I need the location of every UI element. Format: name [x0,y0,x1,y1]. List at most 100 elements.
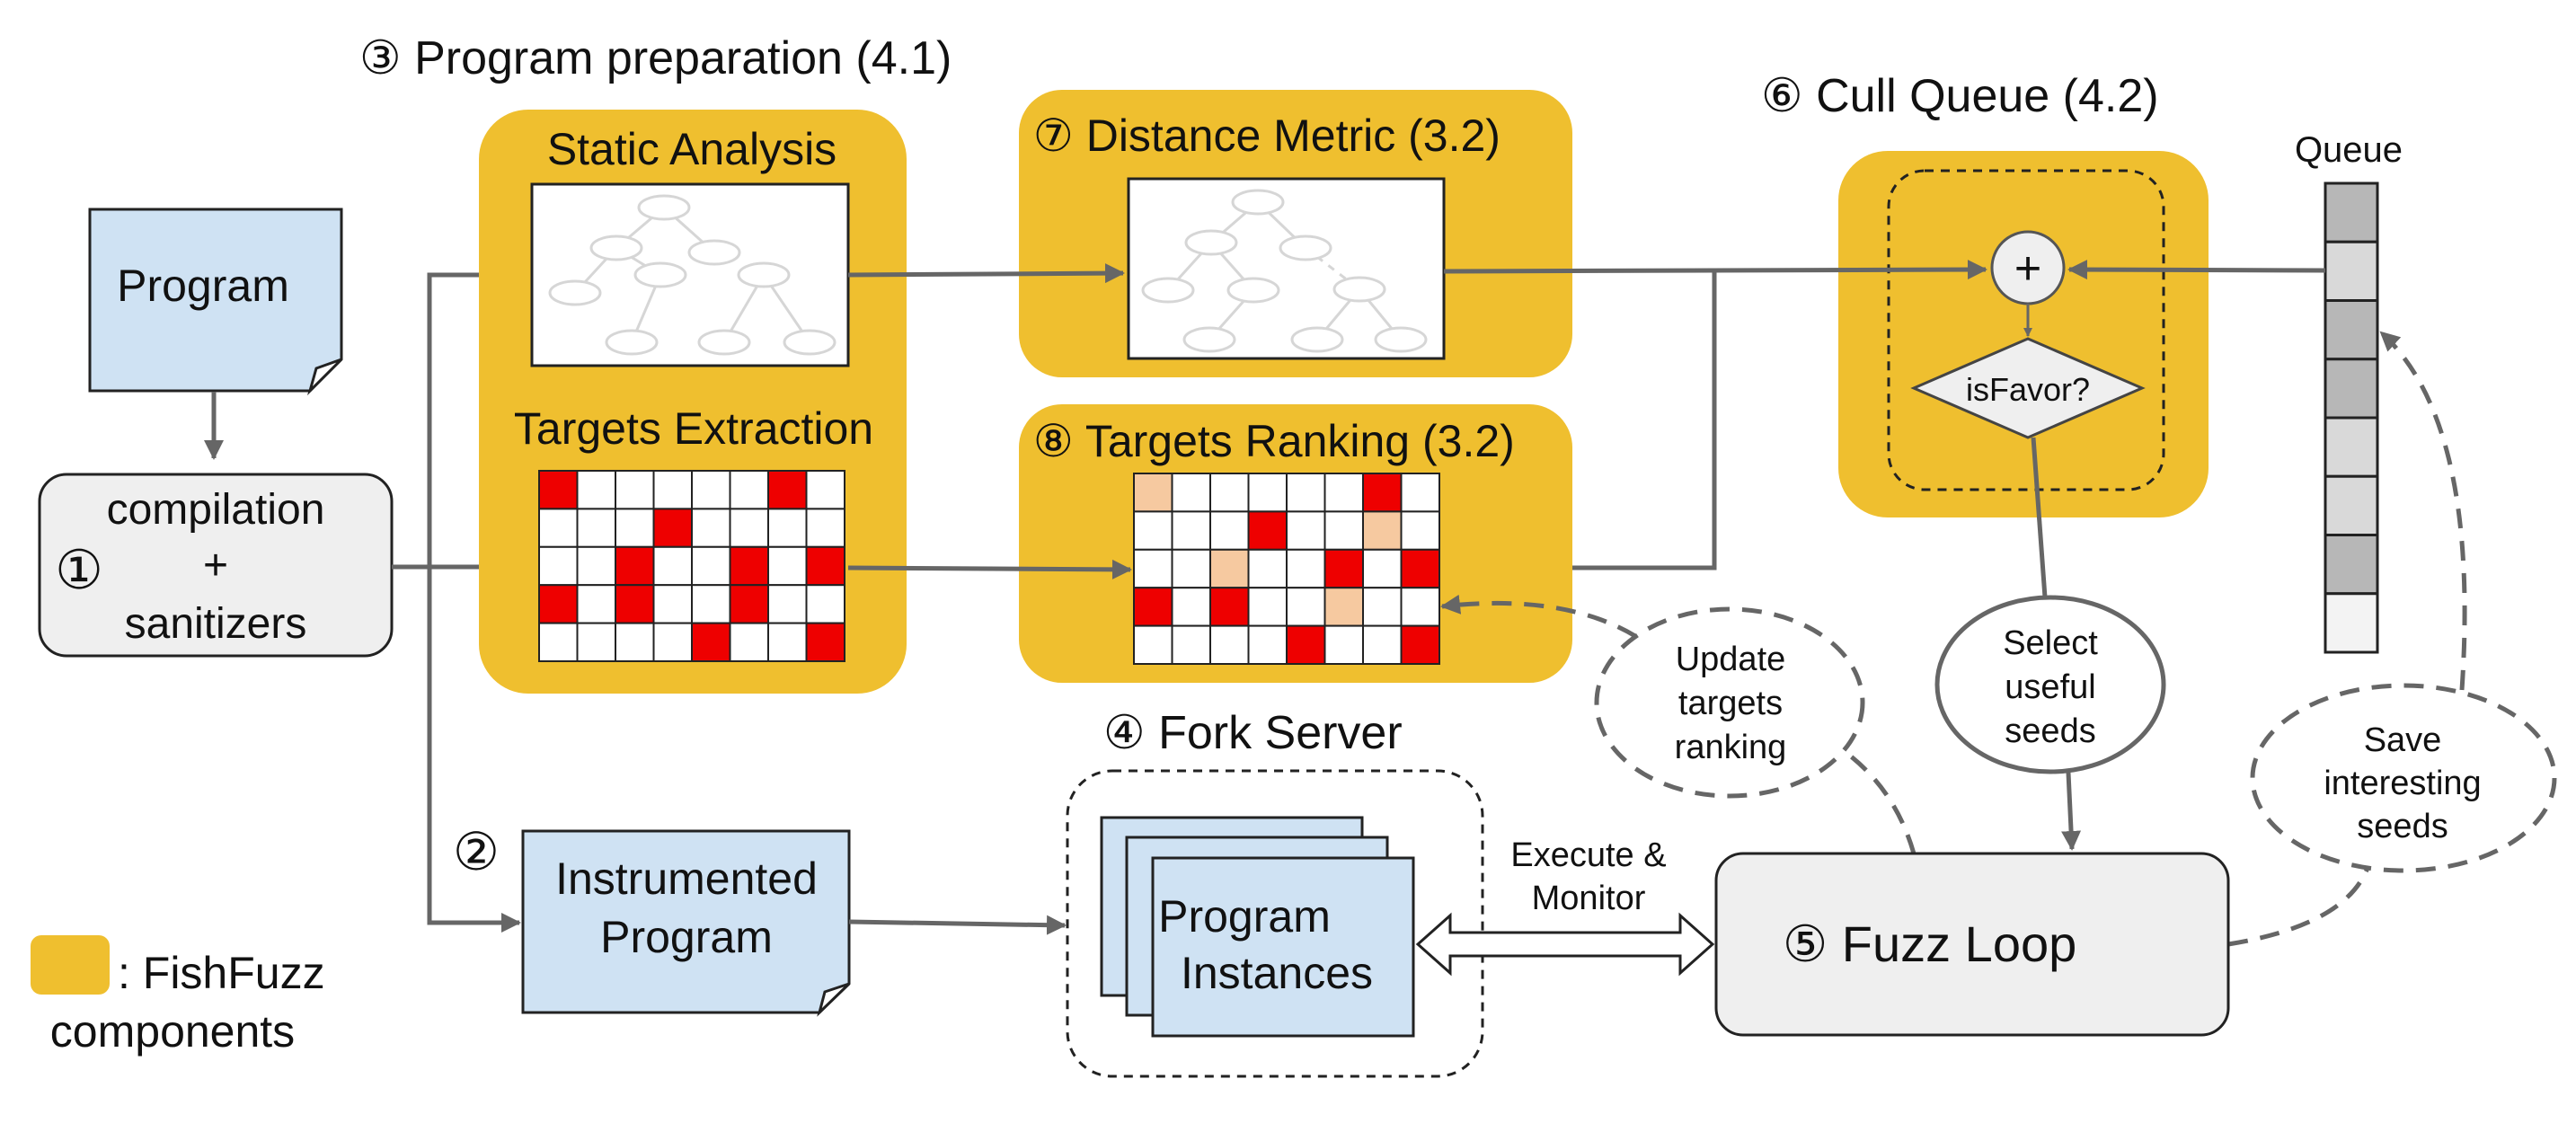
queue-cell [2324,299,2379,361]
grid-cell [538,470,579,510]
grid-cell [1286,624,1326,665]
grid-cell [729,622,769,662]
sanitizers-label: sanitizers [125,600,307,648]
queue-cell [2324,474,2379,536]
grid-cell [805,584,845,624]
instrumented-line1: Instrumented [555,853,818,904]
grid-cell [767,622,808,662]
grid-cell [615,508,655,548]
grid-cell [1286,548,1326,589]
grid-cell [767,584,808,624]
grid-cell [1400,624,1440,665]
grid-cell [615,545,655,587]
grid-cell [729,470,769,510]
grid-cell [1133,473,1173,513]
fuzz-loop-label: ⑤ Fuzz Loop [1783,915,2076,972]
queue-label: Queue [2295,130,2403,170]
grid-cell [1247,548,1288,589]
compilation-label: compilation [107,486,325,534]
queue-stack [2324,181,2379,654]
grid-cell [691,508,731,548]
grid-cell [1209,587,1250,627]
grid-cell [1171,473,1211,513]
grid-cell [1247,587,1288,627]
update-targets-ranking-node: Update targets ranking [1594,606,1865,799]
grid-cell [767,470,808,510]
static-analysis-tree [548,194,837,356]
grid-cell [805,622,845,662]
targets-extraction-grid [538,470,845,662]
monitor-label: Monitor [1532,880,1646,917]
grid-cell [1247,473,1288,513]
cull-queue-dashed-border [1887,169,2165,491]
select-label: Select [2003,624,2098,662]
targets-label: targets [1678,685,1783,722]
compilation-plus: + [203,542,228,589]
grid-cell [538,584,579,624]
grid-cell [1286,510,1326,551]
legend-line2: components [50,1006,295,1057]
grid-cell [805,508,845,548]
distance-metric-title: ⑦ Distance Metric (3.2) [1033,111,1500,161]
instrumented-line2: Program [600,912,773,962]
queue-cell [2324,240,2379,302]
grid-cell [1362,548,1403,589]
grid-cell [652,622,693,662]
update-label: Update [1676,641,1786,678]
fork-server-dashed-border [1066,769,1484,1078]
save-seeds-label: seeds [2357,808,2448,845]
grid-cell [767,545,808,587]
grid-cell [1209,473,1250,513]
legend-line1: : FishFuzz [118,948,325,998]
targets-ranking-grid [1133,473,1440,665]
save-label: Save [2364,721,2442,759]
grid-cell [652,470,693,510]
grid-cell [1171,510,1211,551]
cull-queue-title: ⑥ Cull Queue (4.2) [1761,70,2159,122]
grid-cell [1362,473,1403,513]
grid-cell [538,622,579,662]
grid-cell [652,508,693,548]
queue-cell [2324,358,2379,420]
is-favor-label: isFavor? [1966,371,2090,408]
merge-plus: + [2014,243,2041,295]
save-interesting-seeds-node: Save interesting seeds [2250,683,2557,873]
decision-to-select-line [2031,437,2048,598]
grid-cell [615,584,655,624]
program-document: Program [88,208,343,396]
fork-server-title: ④ Fork Server [1103,707,1403,759]
grid-cell [691,584,731,624]
queue-cell [2324,181,2379,243]
execute-label: Execute & [1510,836,1666,874]
interesting-label: interesting [2324,765,2481,802]
grid-cell [1400,510,1440,551]
cull-queue-panel [1838,151,2209,517]
grid-cell [1323,510,1364,551]
grid-cell [1171,624,1211,665]
grid-cell [1362,624,1403,665]
grid-cell [1362,510,1403,551]
grid-cell [1323,473,1364,513]
targets-ranking-title: ⑧ Targets Ranking (3.2) [1033,416,1515,466]
grid-cell [1362,587,1403,627]
grid-cell [729,584,769,624]
grid-cell [615,470,655,510]
select-to-fuzz-loop-arrow [2061,772,2082,851]
program-instances-stack: Program Instances [1100,816,1415,1038]
seeds-label: seeds [2005,712,2095,750]
grid-cell [767,508,808,548]
grid-cell [538,545,579,587]
grid-cell [576,470,616,510]
grid-cell [729,545,769,587]
grid-cell [615,622,655,662]
grid-cell [1133,587,1173,627]
program-preparation-title: ③ Program preparation (4.1) [359,32,952,84]
legend-swatch [31,935,110,995]
useful-label: useful [2005,668,2095,706]
grid-cell [1209,624,1250,665]
grid-cell [1133,624,1173,665]
is-favor-decision: isFavor? [1910,337,2146,439]
grid-cell [652,584,693,624]
grid-cell [1171,548,1211,589]
grid-cell [691,545,731,587]
